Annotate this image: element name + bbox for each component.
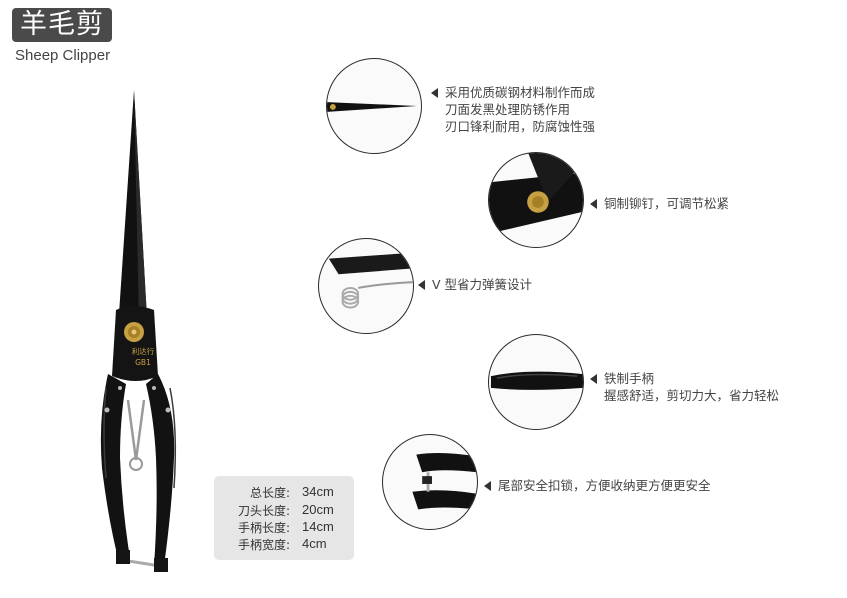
- spec-label: 总长度:: [249, 486, 290, 500]
- spec-label: 刀头长度:: [237, 504, 290, 518]
- feature-text: 尾部安全扣锁，方便收纳更方便更安全: [498, 478, 711, 493]
- pointer-icon: [418, 280, 425, 290]
- feature-rivet: 铜制铆钉，可调节松紧: [590, 195, 730, 212]
- product-subtitle: Sheep Clipper: [15, 47, 111, 64]
- copper-rivet-image: [488, 152, 584, 248]
- iron-handle-image: [488, 334, 584, 430]
- spec-row: 手柄宽度: 4cm: [214, 536, 354, 554]
- spec-box: 总长度: 34cm 刀头长度: 20cm 手柄长度: 14cm 手柄宽度: 4c…: [214, 476, 354, 560]
- v-spring-image: [318, 238, 414, 334]
- feature-lock: 尾部安全扣锁，方便收纳更方便更安全: [484, 477, 711, 494]
- spec-value: 4cm: [302, 536, 327, 551]
- feature-text: 铁制手柄: [604, 371, 655, 386]
- blade-engraving: 利达行 GB1: [131, 347, 155, 367]
- spec-row: 刀头长度: 20cm: [214, 502, 354, 520]
- spec-value: 14cm: [302, 519, 334, 534]
- pointer-icon: [484, 481, 491, 491]
- feature-blade: 采用优质碳钢材料制作而成 刀面发黑处理防锈作用 刃口锋利耐用，防腐蚀性强: [431, 84, 596, 135]
- feature-text: 采用优质碳钢材料制作而成: [445, 85, 596, 100]
- spec-row: 手柄长度: 14cm: [214, 519, 354, 537]
- feature-text: V 型省力弹簧设计: [432, 277, 533, 292]
- feature-text: 握感舒适，剪切力大，省力轻松: [604, 388, 780, 403]
- pointer-icon: [590, 374, 597, 384]
- feature-spring: V 型省力弹簧设计: [418, 276, 533, 293]
- spec-row: 总长度: 34cm: [214, 484, 354, 502]
- spec-value: 34cm: [302, 484, 334, 499]
- blade-tip-image: [326, 58, 422, 154]
- feature-text: 刃口锋利耐用，防腐蚀性强: [445, 119, 596, 134]
- feature-text: 刀面发黑处理防锈作用: [445, 102, 571, 117]
- feature-text: 铜制铆钉，可调节松紧: [604, 196, 730, 211]
- spec-label: 手柄长度:: [237, 521, 290, 535]
- safety-lock-image: [382, 434, 478, 530]
- product-title: 羊毛剪: [12, 8, 112, 42]
- spec-label: 手柄宽度:: [237, 538, 290, 552]
- pointer-icon: [431, 88, 438, 98]
- sheep-clipper-image: [100, 90, 177, 572]
- pointer-icon: [590, 199, 597, 209]
- feature-handle: 铁制手柄 握感舒适，剪切力大，省力轻松: [590, 370, 780, 404]
- spec-value: 20cm: [302, 502, 334, 517]
